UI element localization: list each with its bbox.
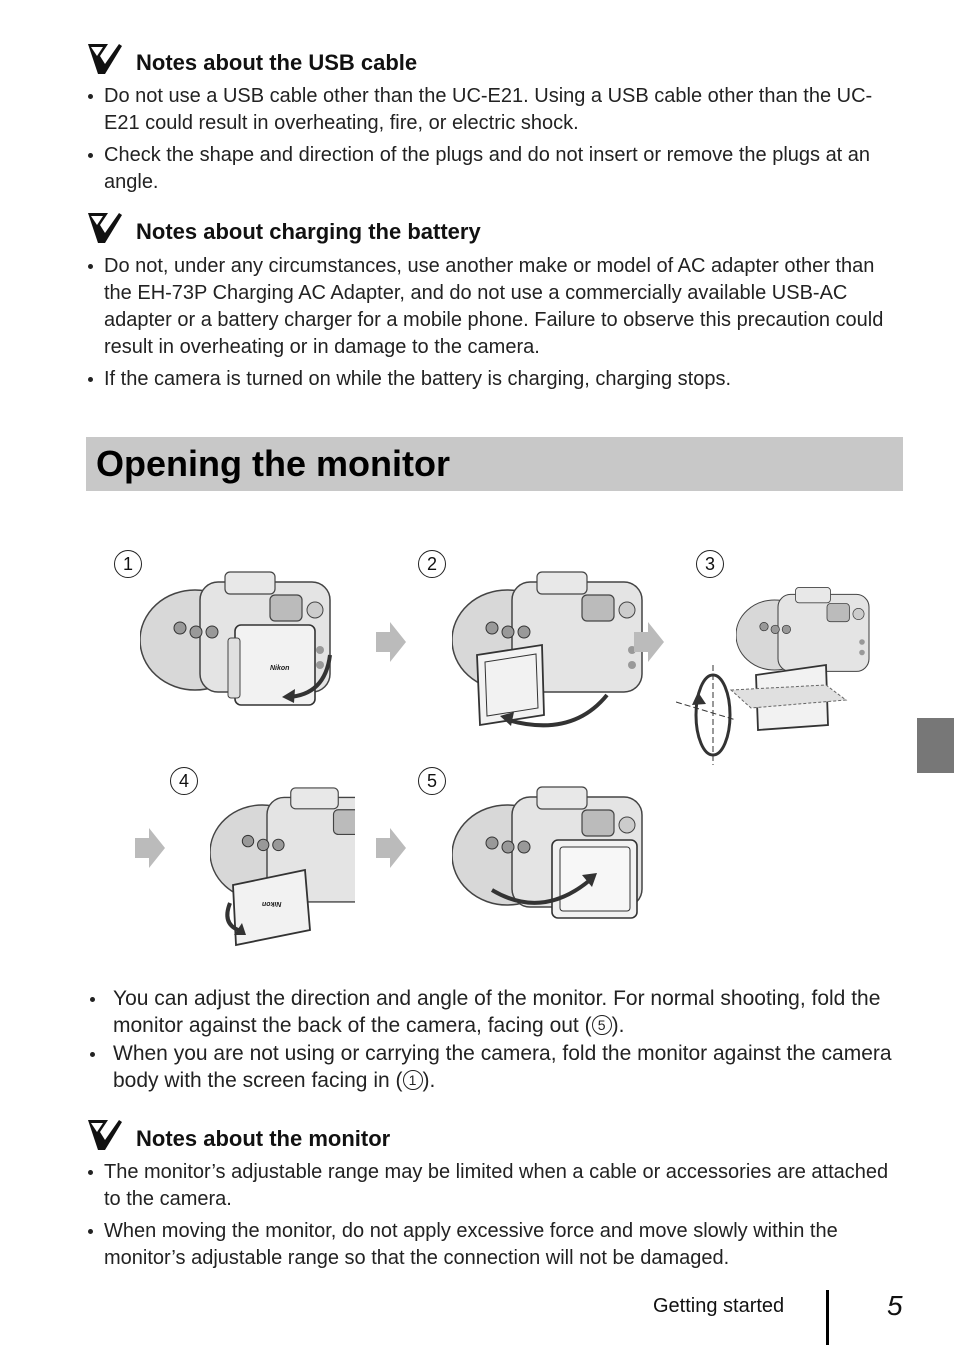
camera-step-5 xyxy=(452,785,662,935)
bullet-text: When you are not using or carrying the c… xyxy=(113,1042,892,1092)
note-heading: Notes about the monitor xyxy=(86,1118,898,1152)
list-item: The monitor’s adjustable range may be li… xyxy=(86,1159,898,1213)
section-title: Opening the monitor xyxy=(96,443,450,484)
camera-step-2 xyxy=(452,570,652,730)
camera-flipped-icon xyxy=(210,785,392,950)
note-title: Notes about the USB cable xyxy=(136,50,418,75)
list-item: Check the shape and direction of the plu… xyxy=(86,142,898,196)
step-label-4: 4 xyxy=(170,767,198,795)
brand-logo: Nikon xyxy=(270,665,290,672)
camera-facing-out-icon xyxy=(452,786,643,919)
monitor-opening-figure: 1 2 3 4 5 Nikon xyxy=(100,540,900,980)
note-bullet-list: Do not, under any circumstances, use ano… xyxy=(86,253,898,393)
monitor-usage-list: You can adjust the direction and angle o… xyxy=(86,985,898,1095)
flow-arrow-icon xyxy=(634,622,664,662)
list-item: If the camera is turned on while the bat… xyxy=(86,366,898,393)
note-heading: Notes about charging the battery xyxy=(86,211,898,245)
note-heading: Notes about the USB cable xyxy=(86,42,898,76)
step-label-1: 1 xyxy=(114,550,142,578)
list-item: You can adjust the direction and angle o… xyxy=(86,985,898,1039)
footer-section-name: Getting started xyxy=(653,1295,785,1317)
camera-step-1: Nikon xyxy=(140,570,350,720)
camera-step-4: Nikon xyxy=(210,785,392,950)
flow-arrow-icon xyxy=(135,828,165,868)
brand-logo: Nikon xyxy=(262,900,282,907)
camera-rotating-icon xyxy=(675,586,870,765)
camera-step-3 xyxy=(675,570,876,770)
bullet-text-end: ). xyxy=(422,1069,436,1092)
list-item: Do not, under any circumstances, use ano… xyxy=(86,253,898,361)
step-label-2: 2 xyxy=(418,550,446,578)
usb-cable-notes: Notes about the USB cable Do not use a U… xyxy=(86,42,898,196)
list-item: When you are not using or carrying the c… xyxy=(86,1040,898,1094)
bullet-text: You can adjust the direction and angle o… xyxy=(113,987,881,1037)
list-item: Do not use a USB cable other than the UC… xyxy=(86,83,898,137)
note-title: Notes about the monitor xyxy=(136,1126,391,1151)
check-note-icon xyxy=(86,211,122,245)
chapter-tab xyxy=(917,718,954,773)
footer-divider xyxy=(826,1290,829,1345)
note-bullet-list: The monitor’s adjustable range may be li… xyxy=(86,1159,898,1272)
note-bullet-list: Do not use a USB cable other than the UC… xyxy=(86,83,898,196)
page-number: 5 xyxy=(887,1290,903,1321)
camera-closed-icon xyxy=(140,571,332,706)
step-label-3: 3 xyxy=(696,550,724,578)
flow-arrow-icon xyxy=(376,828,406,868)
section-header-bar: Opening the monitor xyxy=(86,437,903,491)
monitor-notes: Notes about the monitor The monitor’s ad… xyxy=(86,1118,898,1272)
step-label-5: 5 xyxy=(418,767,446,795)
bullet-text-end: ). xyxy=(611,1014,625,1037)
step-reference-1: 1 xyxy=(402,1070,423,1090)
step-reference-5: 5 xyxy=(591,1015,612,1035)
flow-arrow-icon xyxy=(376,622,406,662)
battery-charging-notes: Notes about charging the battery Do not,… xyxy=(86,211,898,393)
note-title: Notes about charging the battery xyxy=(136,219,481,244)
camera-tilting-icon xyxy=(452,571,643,728)
list-item: When moving the monitor, do not apply ex… xyxy=(86,1218,898,1272)
check-note-icon xyxy=(86,42,122,76)
check-note-icon xyxy=(86,1118,122,1152)
